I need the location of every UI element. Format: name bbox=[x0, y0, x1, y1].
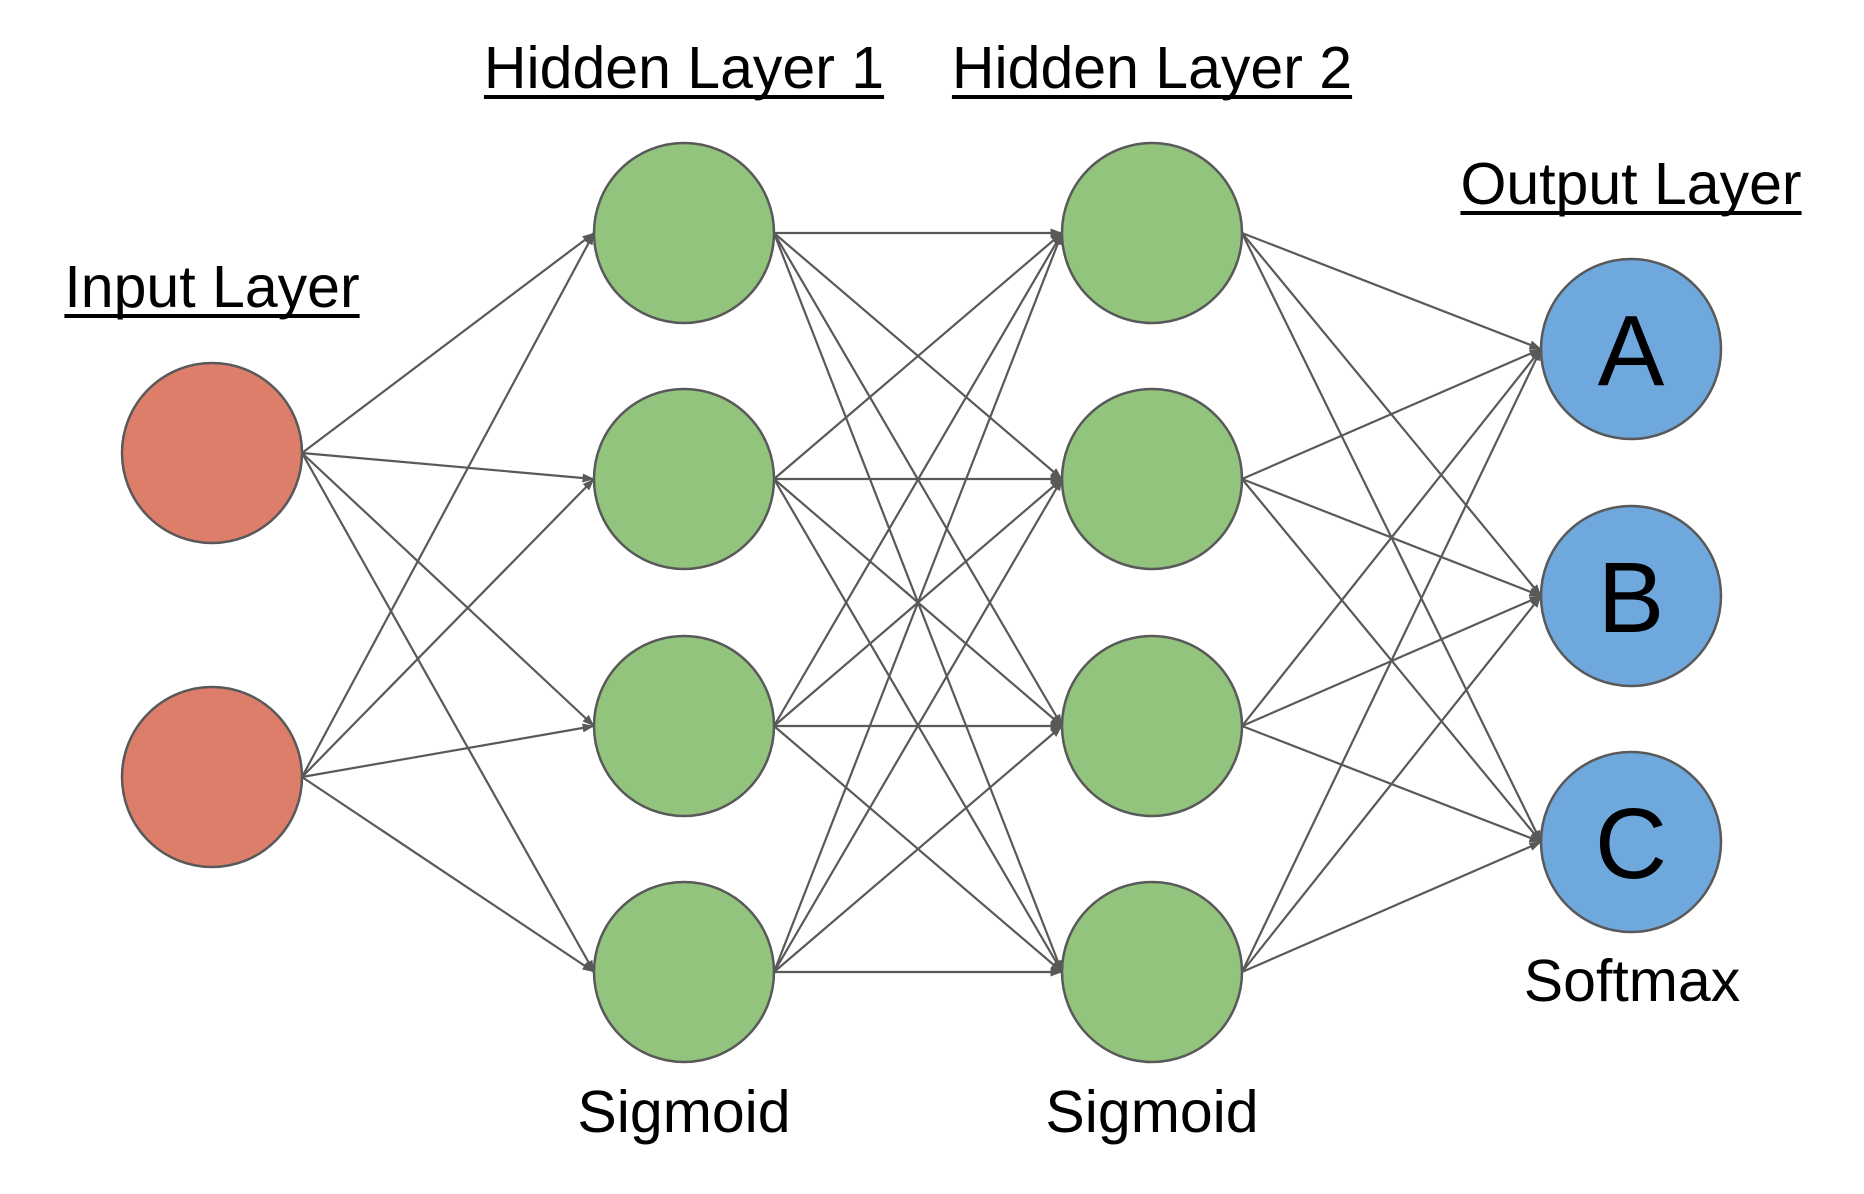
node-hidden2-2 bbox=[1060, 387, 1244, 571]
node-circle bbox=[1060, 387, 1244, 571]
node-circle bbox=[1539, 257, 1723, 441]
activation-label-output: Softmax bbox=[1524, 948, 1740, 1014]
edge-hidden1-4-to-hidden2-2 bbox=[773, 478, 1063, 973]
edge-input-1-to-hidden1-1 bbox=[301, 232, 595, 454]
edge-input-1-to-hidden1-3 bbox=[301, 452, 595, 727]
edge-hidden2-4-to-output-2 bbox=[1241, 595, 1542, 973]
node-circle bbox=[592, 880, 776, 1064]
node-circle bbox=[120, 361, 304, 545]
edge-hidden1-2-to-hidden2-1 bbox=[773, 232, 1063, 480]
edge-hidden2-4-to-output-1 bbox=[1241, 348, 1542, 973]
layer-title-output: Output Layer bbox=[1460, 151, 1801, 217]
edge-hidden2-3-to-output-1 bbox=[1241, 348, 1542, 727]
node-circle bbox=[1060, 634, 1244, 818]
activation-label-hidden1: Sigmoid bbox=[577, 1079, 790, 1145]
layer-title-input: Input Layer bbox=[64, 254, 359, 320]
node-output-3: C bbox=[1539, 750, 1723, 934]
edge-input-1-to-hidden1-2 bbox=[301, 451, 595, 483]
node-circle bbox=[120, 685, 304, 869]
node-output-2: B bbox=[1539, 504, 1723, 688]
layer-title-hidden2: Hidden Layer 2 bbox=[952, 35, 1352, 101]
edge-input-1-to-hidden1-4 bbox=[301, 452, 595, 973]
node-hidden2-1 bbox=[1060, 141, 1244, 325]
node-circle bbox=[592, 634, 776, 818]
node-circle bbox=[592, 387, 776, 571]
node-circle bbox=[1060, 141, 1244, 325]
edge-hidden2-2-to-output-1 bbox=[1241, 347, 1542, 481]
node-input-2 bbox=[120, 685, 304, 869]
edge-input-2-to-hidden1-4 bbox=[301, 776, 595, 973]
edge-hidden2-1-to-output-1 bbox=[1241, 231, 1542, 351]
edge-hidden2-4-to-output-3 bbox=[1241, 840, 1542, 974]
node-hidden1-4 bbox=[592, 880, 776, 1064]
node-circle bbox=[592, 141, 776, 325]
node-hidden2-4 bbox=[1060, 880, 1244, 1064]
labels-group: Input Layer Hidden Layer 1 Sigmoid Hidden L… bbox=[64, 35, 1802, 1145]
nodes-group: A B C bbox=[120, 141, 1723, 1064]
node-label: B bbox=[1598, 542, 1665, 654]
node-hidden1-2 bbox=[592, 387, 776, 571]
node-hidden1-3 bbox=[592, 634, 776, 818]
edge-hidden1-4-to-hidden2-1 bbox=[772, 232, 1064, 973]
edge-input-2-to-hidden1-3 bbox=[301, 723, 595, 779]
node-circle bbox=[1060, 880, 1244, 1064]
edge-hidden1-4-to-hidden2-3 bbox=[773, 725, 1063, 973]
node-hidden2-3 bbox=[1060, 634, 1244, 818]
node-input-1 bbox=[120, 361, 304, 545]
node-label: C bbox=[1595, 788, 1667, 900]
node-hidden1-1 bbox=[592, 141, 776, 325]
edge-input-2-to-hidden1-1 bbox=[301, 232, 595, 778]
edges-group bbox=[301, 228, 1542, 977]
layer-title-hidden1: Hidden Layer 1 bbox=[484, 35, 884, 101]
node-circle bbox=[1539, 504, 1723, 688]
node-circle bbox=[1539, 750, 1723, 934]
activation-label-hidden2: Sigmoid bbox=[1045, 1079, 1258, 1145]
edge-hidden1-3-to-hidden2-1 bbox=[773, 232, 1063, 727]
node-output-1: A bbox=[1539, 257, 1723, 441]
node-label: A bbox=[1598, 295, 1665, 407]
edge-input-2-to-hidden1-2 bbox=[301, 478, 595, 778]
